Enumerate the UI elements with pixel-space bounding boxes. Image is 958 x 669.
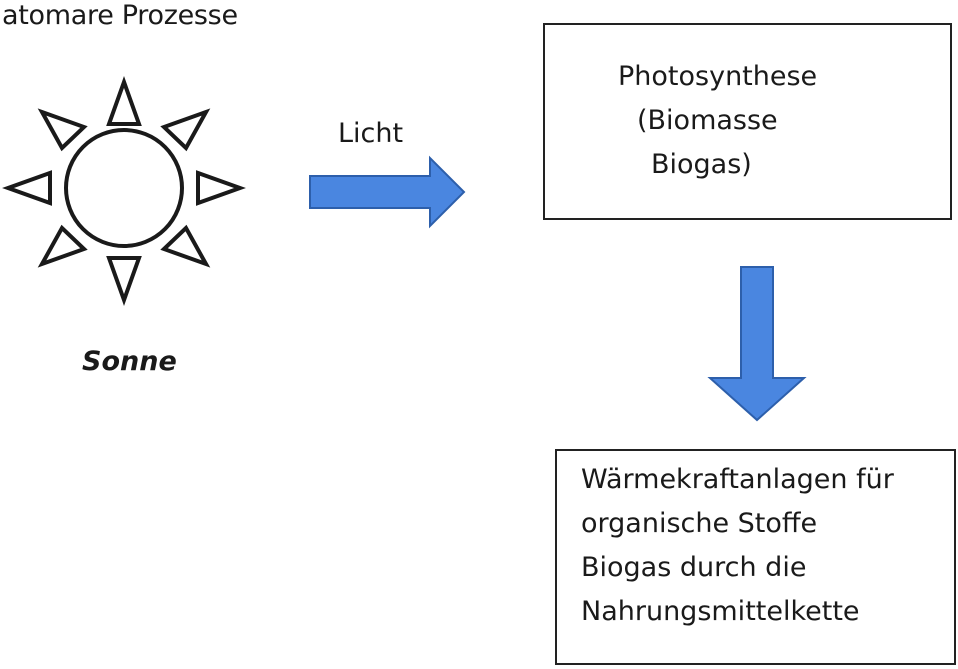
heat-plants-box: Wärmekraftanlagen für organische Stoffe … (555, 449, 956, 665)
sun-ray-top (106, 76, 142, 126)
heat-plants-line-1: Wärmekraftanlagen für (581, 464, 894, 495)
sun-ray-bottom-left (37, 224, 88, 268)
down-arrow-icon (707, 266, 807, 422)
photosynthesis-line-2: (Biomasse (637, 105, 778, 136)
sun-ray-bottom (106, 256, 142, 306)
sun-ray-top-left (37, 108, 88, 152)
sun-ray-bottom-right (160, 224, 211, 268)
heat-plants-line-2: organische Stoffe (581, 508, 818, 539)
right-arrow-icon (309, 155, 466, 229)
sun-disc (64, 128, 184, 248)
sun-label: Sonne (82, 346, 177, 377)
heat-plants-line-4: Nahrungsmittelkette (581, 596, 860, 627)
sun-ray-left (2, 170, 52, 206)
sun-ray-top-right (160, 108, 211, 152)
photosynthesis-line-1: Photosynthese (618, 61, 818, 92)
photosynthesis-box: Photosynthese (Biomasse Biogas) (543, 23, 952, 220)
heat-plants-line-3: Biogas durch die (581, 552, 807, 583)
diagram-title: atomare Prozesse (2, 0, 238, 31)
light-arrow-label: Licht (338, 118, 404, 149)
photosynthesis-line-3: Biogas) (651, 149, 752, 180)
sun-ray-right (196, 170, 246, 206)
